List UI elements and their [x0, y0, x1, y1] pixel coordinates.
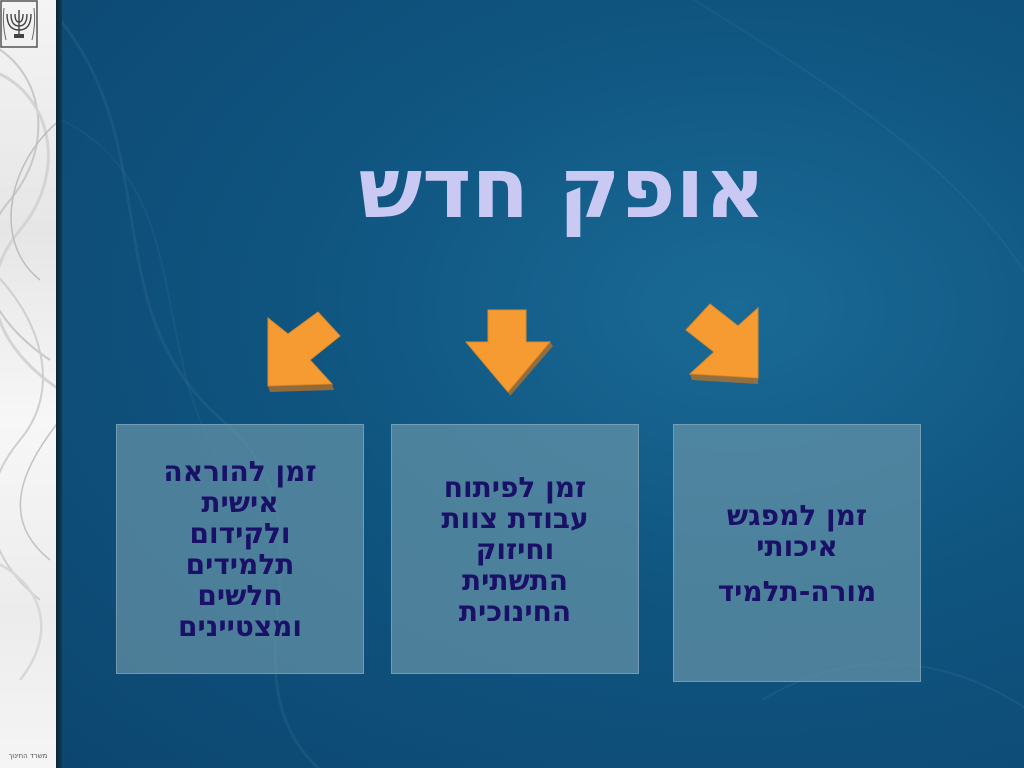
arrow-down-right-icon: [685, 303, 759, 384]
box-right-subline: מורה-תלמיד: [717, 574, 877, 608]
arrow-down-left-icon: [267, 311, 341, 392]
box-middle-line-1: זמן לפיתוח: [443, 470, 587, 504]
strip-divider: [56, 0, 62, 768]
menorah-emblem-icon: [0, 0, 38, 48]
box-middle-line-2: עבודת צוות: [441, 501, 589, 535]
box-personal-teaching: זמן להוראה אישית ולקידום תלמידים חלשים ו…: [116, 424, 364, 674]
slide-canvas: אופק חדש זמן להוראה אישית ולקידום תלמידי…: [62, 0, 1024, 768]
box-left-line-4: תלמידים: [185, 548, 295, 581]
box-middle-line-5: החינוכית: [458, 594, 572, 628]
box-middle-line-4: התשתית: [461, 563, 569, 597]
box-right-line-1: זמן למפגש: [726, 498, 868, 532]
left-decorative-strip: משרד החינוך: [0, 0, 56, 768]
box-team-development: זמן לפיתוח עבודת צוות וחיזוק התשתית החינ…: [391, 424, 639, 674]
box-middle-line-3: וחיזוק: [475, 532, 555, 566]
box-right-line-2: איכותי: [756, 529, 838, 563]
box-left-line-5: חלשים: [197, 579, 283, 612]
strip-swirl-decoration: [0, 48, 56, 681]
box-left-line-6: ומצטיינים: [177, 610, 303, 643]
box-quality-meeting: זמן למפגש איכותי מורה-תלמיד: [673, 424, 921, 682]
box-left-line-3: ולקידום: [189, 517, 291, 550]
box-left-line-2: אישית: [201, 486, 279, 519]
slide-title: אופק חדש: [358, 139, 766, 237]
box-left-line-1: זמן להוראה: [163, 455, 317, 488]
ministry-label: משרד החינוך: [8, 752, 48, 760]
arrow-down-icon: [464, 309, 553, 396]
